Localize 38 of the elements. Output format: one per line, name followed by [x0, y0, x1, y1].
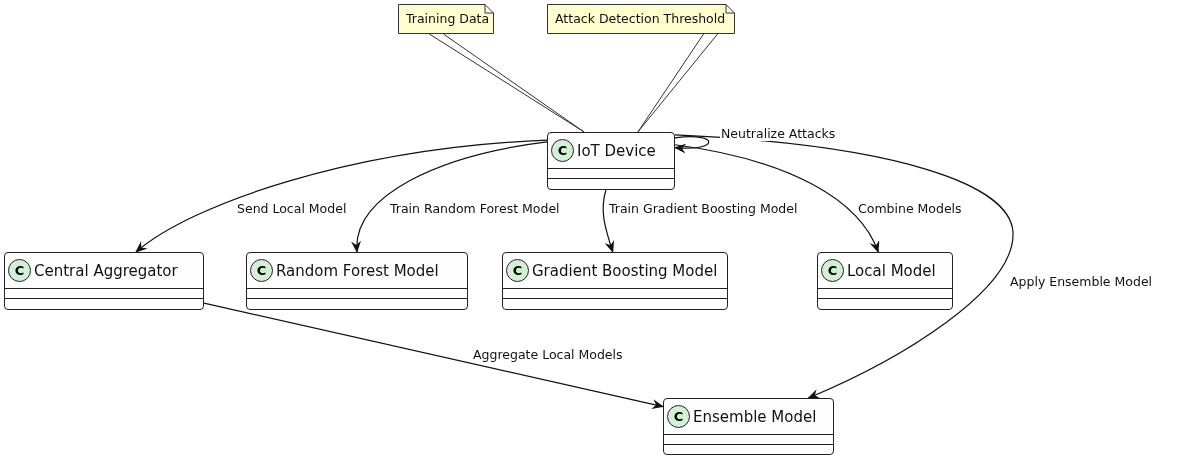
note-box — [398, 4, 494, 34]
note-connector — [428, 33, 585, 133]
class-box — [246, 252, 468, 310]
class-name: Ensemble Model — [693, 407, 817, 426]
class-name: Local Model — [847, 261, 936, 280]
arrow — [674, 136, 710, 154]
class-box — [663, 398, 834, 455]
class-name: IoT Device — [577, 141, 656, 160]
class-name: Random Forest Model — [276, 261, 439, 280]
arrow — [352, 141, 548, 253]
arrow — [203, 302, 664, 409]
arrow — [674, 144, 879, 253]
arrow — [674, 134, 1014, 399]
class-box — [817, 252, 953, 310]
edge-label: Combine Models — [857, 201, 963, 216]
note-box — [547, 4, 735, 34]
edge-label: Send Local Model — [236, 201, 348, 216]
note-text: Attack Detection Threshold — [555, 11, 726, 26]
class-box — [4, 252, 204, 310]
class-name: Gradient Boosting Model — [532, 261, 718, 280]
class-name: Central Aggregator — [34, 261, 178, 280]
edge-label: Apply Ensemble Model — [1009, 274, 1154, 289]
arrow — [602, 189, 615, 253]
class-type-marker: C — [8, 259, 31, 282]
edge-label: Aggregate Local Models — [472, 347, 624, 362]
class-type-marker: C — [551, 139, 574, 162]
class-type-marker: C — [506, 259, 529, 282]
class-type-marker: C — [667, 405, 690, 428]
note-text: Training Data — [406, 11, 490, 26]
arrow — [135, 139, 548, 253]
class-type-marker: C — [250, 259, 273, 282]
edge-label: Neutralize Attacks — [720, 126, 837, 141]
class-box — [547, 132, 675, 190]
class-box — [502, 252, 728, 310]
class-type-marker: C — [821, 259, 844, 282]
edge-label: Train Random Forest Model — [389, 201, 561, 216]
edge-label: Train Gradient Boosting Model — [608, 201, 799, 216]
note-connector — [637, 33, 719, 133]
